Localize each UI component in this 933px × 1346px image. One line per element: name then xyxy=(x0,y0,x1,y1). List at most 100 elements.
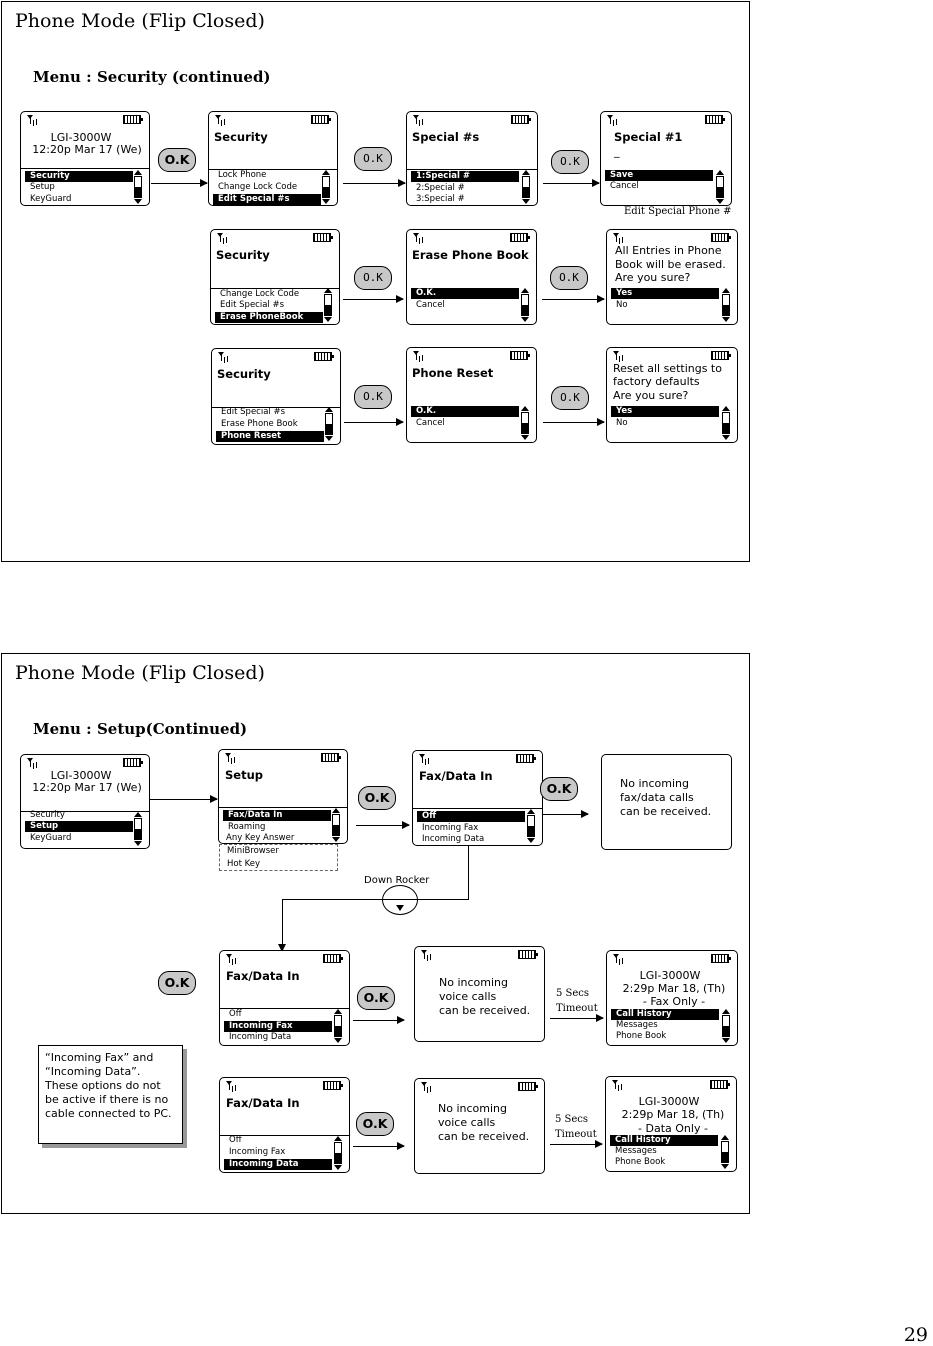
menu-item[interactable]: Cancel xyxy=(416,418,445,428)
menu-item[interactable]: No xyxy=(616,418,628,428)
screen-title: Fax/Data In xyxy=(226,1096,300,1110)
menu-item[interactable]: Messages xyxy=(616,1020,658,1030)
menu-item[interactable]: Incoming Data xyxy=(422,834,485,844)
connector-line xyxy=(282,899,283,947)
menu-item[interactable]: KeyGuard xyxy=(30,833,72,843)
menu-item[interactable]: Edit Special #s xyxy=(221,407,286,417)
menu-item[interactable]: Phone Reset xyxy=(216,431,324,442)
menu-item[interactable]: Change Lock Code xyxy=(220,289,300,299)
menu-item[interactable]: Cancel xyxy=(416,300,445,310)
battery-icon xyxy=(710,1080,730,1089)
idle-fax-screen: LGI-3000W 2:29p Mar 18, (Th) - Fax Only … xyxy=(606,950,738,1046)
signal-icon xyxy=(613,233,624,242)
ok-button[interactable]: O.K xyxy=(540,777,578,801)
mode-label: - Data Only - xyxy=(638,1122,708,1135)
battery-icon xyxy=(711,954,731,963)
menu-item[interactable]: Security xyxy=(25,171,133,182)
model-name: LGI-3000W xyxy=(50,131,112,144)
menu-item[interactable]: KeyGuard xyxy=(30,194,72,204)
menu-item[interactable]: Erase Phone Book xyxy=(221,419,298,429)
flow-arrow xyxy=(550,1140,603,1148)
menu-item[interactable]: Incoming Fax xyxy=(422,823,479,833)
panel-title: Phone Mode (Flip Closed) xyxy=(15,10,265,32)
model-name: LGI-3000W xyxy=(639,969,701,982)
message-line: can be received. xyxy=(620,805,712,818)
menu-item[interactable]: Security xyxy=(30,810,65,820)
screen-title: Fax/Data In xyxy=(226,969,300,983)
menu-item[interactable]: Off xyxy=(229,1135,242,1145)
signal-icon xyxy=(613,954,624,963)
menu-item[interactable]: Off xyxy=(417,811,525,822)
ok-button[interactable]: O.K xyxy=(357,986,395,1010)
battery-icon xyxy=(323,1081,343,1090)
menu-item[interactable]: MiniBrowser xyxy=(227,846,279,856)
ok-button[interactable]: O.K xyxy=(358,786,396,810)
down-rocker-label: Down Rocker xyxy=(364,875,430,886)
menu-item[interactable]: No xyxy=(616,300,628,310)
menu-item[interactable]: Lock Phone xyxy=(218,170,267,180)
menu-item[interactable]: Change Lock Code xyxy=(218,182,298,192)
menu-item[interactable]: Erase PhoneBook xyxy=(215,312,323,323)
screen-caption: Edit Special Phone # xyxy=(624,206,732,217)
menu-item[interactable]: O.K. xyxy=(411,406,519,417)
menu-item[interactable]: Any Key Answer xyxy=(226,833,295,843)
text-cursor: _ xyxy=(614,145,620,158)
menu-item[interactable]: Yes xyxy=(611,288,719,299)
battery-icon xyxy=(711,233,731,242)
menu-item[interactable]: Call History xyxy=(611,1009,719,1020)
menu-item[interactable]: Hot Key xyxy=(227,859,261,869)
menu-item[interactable]: 3:Special # xyxy=(416,194,465,204)
ok-button[interactable]: O.K xyxy=(158,148,196,172)
menu-item[interactable]: 1:Special # xyxy=(411,171,519,182)
menu-item[interactable]: Phone Book xyxy=(615,1157,666,1167)
flow-arrow xyxy=(353,1142,405,1150)
menu-item[interactable]: Roaming xyxy=(228,822,266,832)
signal-icon xyxy=(421,1082,432,1091)
menu-item[interactable]: Cancel xyxy=(610,181,639,191)
menu-item[interactable]: 2:Special # xyxy=(416,183,465,193)
ok-button[interactable]: O.K xyxy=(354,266,392,290)
divider xyxy=(21,811,149,812)
divider xyxy=(220,1135,349,1136)
timeout-label: 5 Secs xyxy=(556,988,590,999)
arrow-head xyxy=(278,944,286,952)
date-time: 12:20p Mar 17 (We) xyxy=(32,781,142,794)
ok-button[interactable]: O.K xyxy=(551,150,589,174)
menu-item[interactable]: O.K. xyxy=(411,288,519,299)
flow-arrow xyxy=(353,1016,405,1024)
flow-arrow xyxy=(151,179,208,187)
ok-button[interactable]: O.K xyxy=(158,971,196,995)
menu-item[interactable]: Setup xyxy=(25,821,133,832)
menu-item[interactable]: Messages xyxy=(615,1146,657,1156)
ok-button[interactable]: O.K xyxy=(356,1112,394,1136)
signal-icon xyxy=(607,115,618,124)
ok-button[interactable]: O.K xyxy=(354,147,392,171)
menu-item[interactable]: Edit Special #s xyxy=(213,194,321,205)
signal-icon xyxy=(225,753,236,762)
menu-item[interactable]: Save xyxy=(605,170,713,181)
menu-item[interactable]: Incoming Fax xyxy=(229,1147,286,1157)
menu-item[interactable]: Incoming Data xyxy=(229,1032,292,1042)
signal-icon xyxy=(421,950,432,959)
battery-icon xyxy=(314,352,334,361)
menu-item[interactable]: Call History xyxy=(610,1135,718,1146)
screen-title: Fax/Data In xyxy=(419,769,493,783)
ok-button[interactable]: O.K xyxy=(354,385,392,409)
menu-item[interactable]: Incoming Fax xyxy=(224,1021,332,1032)
screen-title: Setup xyxy=(225,768,263,782)
ok-button[interactable]: O.K xyxy=(551,386,589,410)
menu-item[interactable]: Fax/Data In xyxy=(223,810,331,821)
menu-item[interactable]: Off xyxy=(229,1009,242,1019)
menu-item[interactable]: Yes xyxy=(611,406,719,417)
menu-item[interactable]: Edit Special #s xyxy=(220,300,285,310)
menu-item[interactable]: Phone Book xyxy=(616,1031,667,1041)
flow-arrow xyxy=(543,418,605,426)
security-panel: Phone Mode (Flip Closed) Menu : Security… xyxy=(1,1,750,562)
ok-button[interactable]: O.K xyxy=(550,266,588,290)
menu-item[interactable]: Setup xyxy=(30,182,55,192)
screen-title: Phone Reset xyxy=(412,366,494,380)
connector-line xyxy=(282,899,469,900)
menu-item[interactable]: Incoming Data xyxy=(224,1159,332,1170)
mode-label: - Fax Only - xyxy=(642,995,706,1008)
model-name: LGI-3000W xyxy=(50,769,112,782)
